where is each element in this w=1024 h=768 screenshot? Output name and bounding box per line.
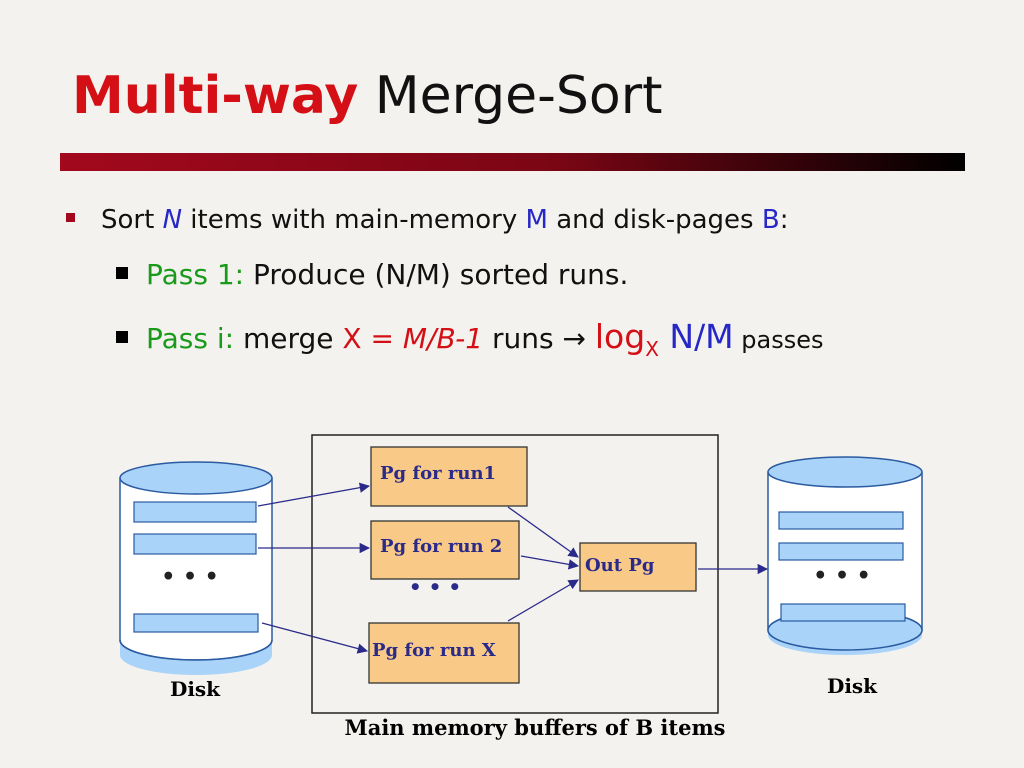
arrow-disk-to-run1 — [257, 482, 371, 507]
right-disk-label: Disk — [827, 674, 878, 698]
disk-page — [133, 533, 257, 555]
bullet-text: merge — [234, 322, 343, 355]
bullet-text: Sort — [101, 205, 163, 235]
slide-title: Multi-way Merge-Sort — [72, 66, 663, 126]
passes-text: passes — [733, 326, 824, 354]
disk-page — [778, 542, 904, 561]
disk-page — [133, 501, 257, 523]
log-text: log — [594, 317, 646, 356]
bullet-text: : — [779, 205, 789, 235]
buffer-run2-label: Pg for run 2 — [380, 536, 502, 557]
title-underline-bar — [60, 153, 965, 171]
x-equals: X = — [342, 322, 403, 355]
buffer-out-label: Out Pg — [585, 555, 655, 576]
arrow-runx-to-out — [507, 579, 579, 622]
buffer-ellipsis: • • • — [409, 575, 461, 599]
left-disk-ellipsis: • • • — [161, 564, 219, 590]
log-subscript: X — [645, 337, 659, 361]
title-rest: Merge-Sort — [358, 66, 663, 126]
buffer-run1-label: Pg for run1 — [380, 463, 496, 484]
arrow-disk-to-runx — [261, 622, 369, 654]
right-disk-ellipsis: • • • — [813, 563, 871, 589]
bullet-square-icon — [66, 213, 75, 222]
n-over-m: N/M — [658, 317, 734, 356]
title-accent: Multi-way — [72, 66, 359, 126]
bullet-sort: Sort N items with main-memory M and disk… — [66, 205, 788, 235]
buffer-runx — [368, 622, 520, 684]
buffer-runx-label: Pg for run X — [372, 640, 496, 661]
buffer-run1 — [370, 446, 528, 507]
var-b: B — [761, 205, 780, 235]
memory-label: Main memory buffers of B items — [344, 715, 725, 740]
bullet-square-icon — [116, 331, 128, 343]
disk-page — [778, 511, 904, 530]
pass-label: Pass i: — [146, 322, 235, 355]
left-disk: • • • — [119, 461, 273, 675]
left-disk-label: Disk — [170, 677, 221, 701]
main-memory-box — [311, 434, 719, 714]
disk-page — [133, 613, 259, 633]
buffer-out — [579, 542, 697, 592]
buffer-run2 — [370, 520, 520, 580]
var-m: M — [525, 205, 548, 235]
bullet-pass-1: Pass 1: Produce (N/M) sorted runs. — [116, 258, 628, 291]
bullet-text: runs — [483, 322, 563, 355]
bullet-square-icon — [116, 267, 128, 279]
bullet-text: items with main-memory — [182, 205, 526, 235]
var-n: N — [162, 205, 183, 235]
pass-label: Pass 1: — [146, 258, 245, 291]
right-disk: • • • — [767, 456, 923, 655]
disk-page — [780, 603, 906, 622]
bullet-pass-i: Pass i: merge X = M/B-1 runs → logX N/M … — [116, 317, 824, 361]
formula: M/B-1 — [402, 322, 484, 355]
right-arrow-icon: → — [562, 322, 586, 355]
bullet-text: Produce (N/M) sorted runs. — [244, 258, 629, 291]
arrow-run2-to-out — [520, 555, 580, 570]
arrow-run1-to-out — [507, 506, 579, 558]
bullet-text: and disk-pages — [547, 205, 762, 235]
